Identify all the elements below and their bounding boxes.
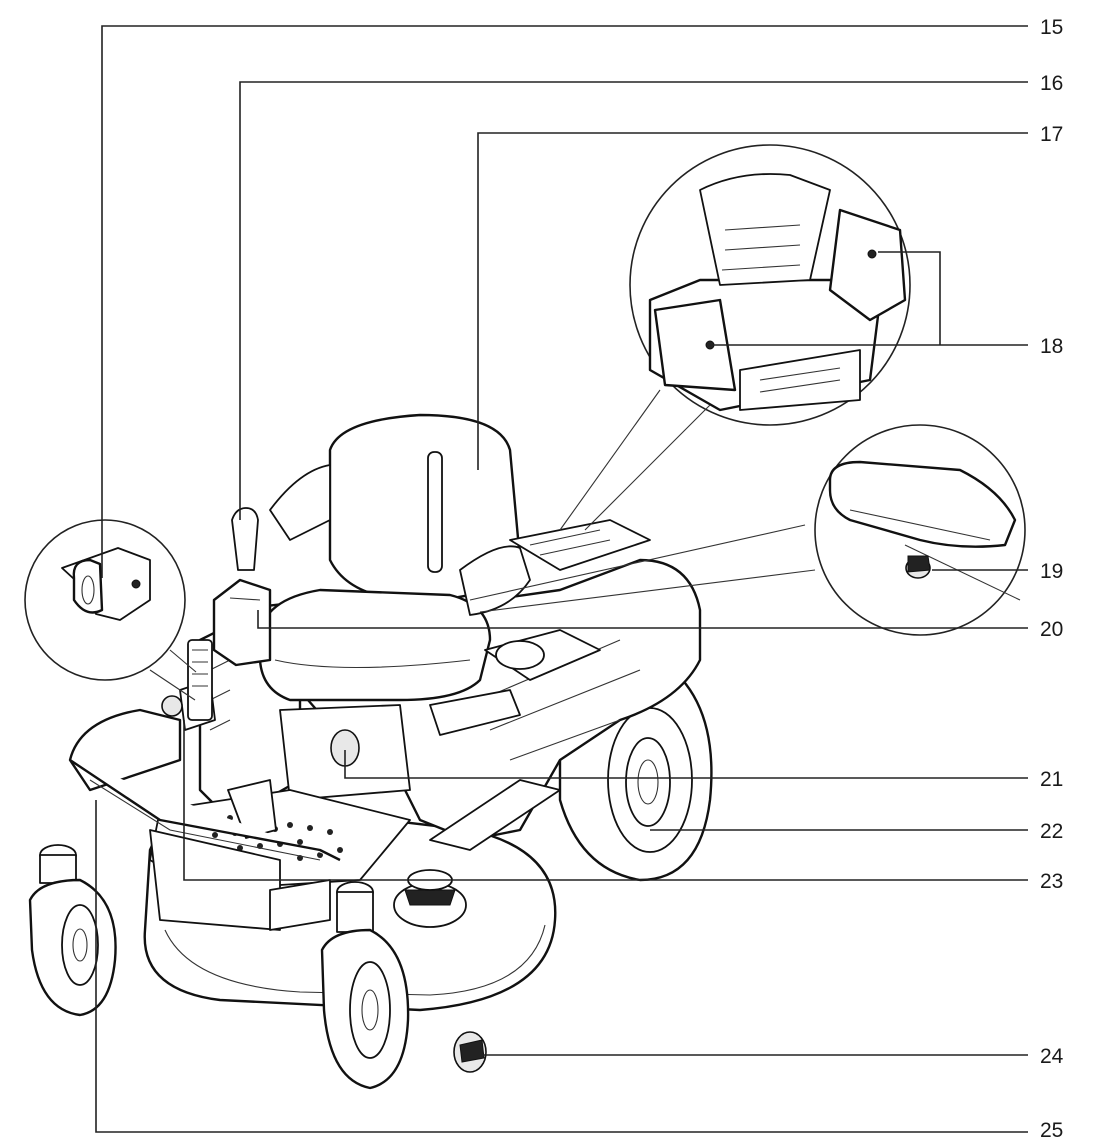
control-lever: [212, 507, 272, 667]
leader-20: [257, 610, 1028, 629]
callout-16: 16: [1040, 72, 1063, 95]
seat: [258, 413, 522, 702]
callout-23: 23: [1040, 870, 1063, 893]
callout-labels: 15 16 17 18 19 20 21 22 23 24 25: [1040, 16, 1064, 1142]
callout-24: 24: [1040, 1045, 1064, 1068]
inset-latch-detail: [24, 519, 197, 701]
inset-battery-detail: [559, 144, 911, 531]
leader-16: [239, 81, 1028, 520]
callout-17: 17: [1040, 123, 1063, 146]
callout-19: 19: [1040, 560, 1063, 583]
leader-15: [101, 25, 1028, 578]
callout-15: 15: [1040, 16, 1063, 39]
callout-22: 22: [1040, 820, 1063, 843]
callout-21: 21: [1040, 768, 1063, 791]
front-left-caster: [28, 844, 117, 1017]
inset-armrest-detail: [469, 424, 1026, 636]
leader-18b: [878, 251, 941, 345]
leader-17: [477, 132, 1028, 470]
leader-23: [183, 720, 1028, 881]
callout-20: 20: [1040, 618, 1063, 641]
mower-illustration: [28, 413, 713, 1090]
deck-gauge-wheel: [453, 1031, 487, 1073]
leader-25: [95, 800, 1028, 1133]
callout-25: 25: [1040, 1119, 1063, 1142]
battery-area: [429, 519, 651, 736]
callout-18: 18: [1040, 335, 1063, 358]
leader-lines: [95, 25, 1028, 1133]
front-right-caster: [320, 881, 410, 1090]
leader-21: [344, 750, 1028, 779]
